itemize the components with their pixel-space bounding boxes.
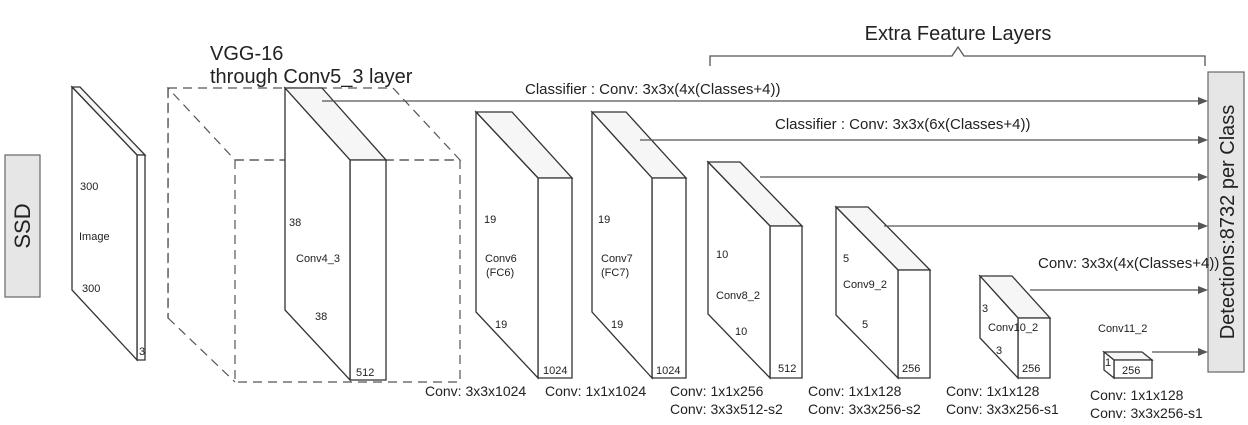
vgg-label-line2: through Conv5_3 layer: [210, 66, 413, 88]
detections-box: Detections:8732 per Class: [1207, 71, 1245, 373]
conv8-2-height-label: 10: [716, 249, 728, 261]
conv8-2-op2-label: Conv: 3x3x512-s2: [670, 401, 783, 417]
extra-feature-layers-label: Extra Feature Layers: [865, 23, 1052, 45]
conv7-width-label: 19: [611, 319, 623, 331]
arrow-conv8-2: [760, 173, 1208, 181]
image-depth-label: 3: [139, 346, 145, 358]
conv9-2-name-label: Conv9_2: [843, 279, 887, 291]
conv4-3-block: 38 Conv4_3 38 512: [283, 86, 388, 382]
conv4-3-name-label: Conv4_3: [296, 253, 340, 265]
arrow-conv7: [640, 136, 1208, 144]
conv6-depth-label: 1024: [543, 365, 567, 377]
conv10-2-name-label: Conv10_2: [988, 322, 1038, 334]
conv4-3-width-label: 38: [315, 311, 327, 323]
conv8-2-name-label: Conv8_2: [716, 290, 760, 302]
conv11-2-height-label: 1: [1105, 357, 1111, 369]
conv8-2-block: 10 Conv8_2 10 512: [706, 160, 804, 380]
conv7-depth-label: 1024: [656, 365, 680, 377]
conv6-op-label: Conv: 3x3x1024: [425, 383, 526, 399]
conv8-2-width-label: 10: [735, 326, 747, 338]
arrow-conv10-2: [1030, 286, 1208, 294]
conv6-height-label: 19: [484, 214, 496, 226]
conv4-3-depth-label: 512: [356, 367, 374, 379]
conv6-name2-label: (FC6): [486, 267, 514, 279]
detections-label: Detections:8732 per Class: [1217, 105, 1239, 340]
classifier-label-1: Classifier : Conv: 3x3x(4x(Classes+4)): [525, 81, 781, 98]
conv9-2-op2-label: Conv: 3x3x256-s2: [808, 401, 921, 417]
conv10-2-op2-label: Conv: 3x3x256-s1: [946, 401, 1059, 417]
conv9-2-width-label: 5: [862, 319, 868, 331]
vgg-label-line1: VGG-16: [210, 43, 283, 65]
conv10-2-height-label: 3: [982, 303, 988, 315]
conv6-width-label: 19: [495, 319, 507, 331]
conv11-2-block: 1 256: [1102, 350, 1154, 380]
classifier-label-3: Conv: 3x3x(4x(Classes+4)): [1038, 255, 1219, 272]
conv8-2-depth-label: 512: [778, 363, 796, 375]
conv10-2-width-label: 3: [996, 345, 1002, 357]
conv10-2-block: 3 Conv10_2 3 256: [978, 274, 1052, 380]
conv7-name-label: Conv7: [601, 253, 633, 265]
conv7-height-label: 19: [598, 214, 610, 226]
image-width-label: 300: [82, 283, 100, 295]
ssd-label: SSD: [10, 203, 35, 248]
conv6-name-label: Conv6: [485, 253, 517, 265]
conv7-op-label: Conv: 1x1x1024: [545, 383, 646, 399]
ssd-label-box: SSD: [4, 154, 41, 298]
conv4-3-height-label: 38: [289, 217, 301, 229]
arrow-conv9-2: [884, 222, 1208, 230]
conv11-2-name-label: Conv11_2: [1098, 323, 1147, 335]
conv10-2-depth-label: 256: [1022, 363, 1040, 375]
image-name-label: Image: [79, 231, 110, 243]
arrow-conv4-3: [322, 97, 1208, 105]
conv9-2-block: 5 Conv9_2 5 256: [834, 205, 932, 380]
conv7-block: 19 Conv7 (FC7) 19 1024: [590, 110, 688, 380]
conv11-2-op1-label: Conv: 1x1x128: [1090, 387, 1184, 403]
conv9-2-height-label: 5: [843, 253, 849, 265]
conv9-2-op1-label: Conv: 1x1x128: [808, 383, 902, 399]
classifier-label-2: Classifier : Conv: 3x3x(6x(Classes+4)): [775, 116, 1031, 133]
conv7-name2-label: (FC7): [601, 267, 629, 279]
conv10-2-op1-label: Conv: 1x1x128: [946, 383, 1040, 399]
image-height-label: 300: [80, 181, 98, 193]
conv11-2-depth-label: 256: [1122, 365, 1140, 377]
conv11-2-op2-label: Conv: 3x3x256-s1: [1090, 405, 1203, 421]
classifier-arrows: [322, 97, 1208, 356]
conv-op-labels: Conv: 3x3x1024 Conv: 1x1x1024 Conv: 1x1x…: [425, 383, 1203, 421]
extra-feature-layers-brace: [709, 45, 1206, 66]
image-block: 300 Image 300 3: [70, 85, 147, 362]
conv6-block: 19 Conv6 (FC6) 19 1024: [474, 110, 574, 380]
conv8-2-op1-label: Conv: 1x1x256: [670, 383, 764, 399]
conv9-2-depth-label: 256: [902, 363, 920, 375]
arrow-conv11-2: [1152, 348, 1208, 356]
